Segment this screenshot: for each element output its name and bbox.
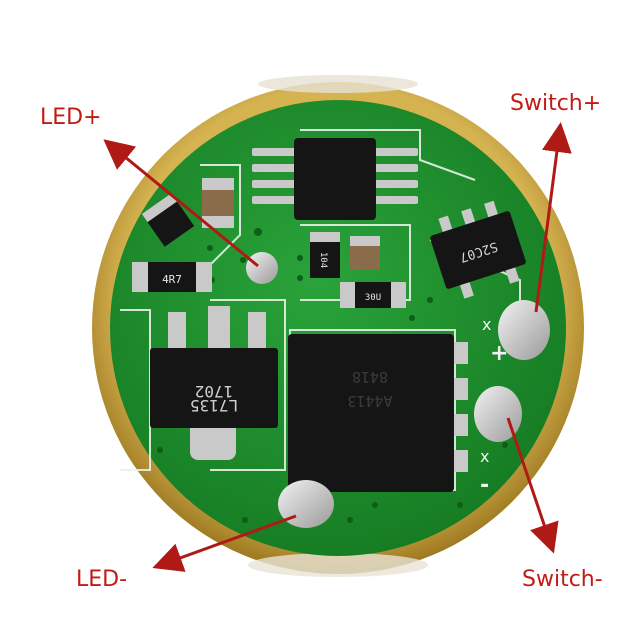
- shadow-top: [258, 75, 418, 93]
- capacitor-left: [141, 193, 195, 247]
- annotation-arrows: [103, 122, 572, 572]
- regulator-marking-1: 1702: [195, 382, 234, 401]
- regulator-marking-2: L7135: [190, 396, 238, 415]
- resistor-4r7: 4R7: [132, 262, 212, 292]
- silk-plus-mark: +: [490, 341, 508, 366]
- switch-plus-pad: [498, 300, 550, 360]
- capacitor-top-left: [202, 178, 234, 228]
- capacitor-30u: 30U: [340, 282, 406, 308]
- regulator-chip: 1702 L7135: [150, 306, 278, 460]
- cap-30u-marking: 30U: [365, 293, 381, 303]
- arrow-switch-minus: [506, 417, 559, 554]
- main-ic-marking-1: 8418: [352, 368, 388, 386]
- label-switch-minus: Switch-: [522, 567, 603, 592]
- shadow-bottom: [248, 553, 428, 577]
- resistor-marking: 4R7: [162, 273, 182, 286]
- top-ic-chip: [252, 138, 418, 220]
- silk-cross-mark-2: x: [480, 447, 489, 466]
- capacitor-mid: [350, 236, 380, 270]
- label-led-plus: LED+: [40, 105, 102, 130]
- arrow-led-plus: [103, 139, 259, 268]
- capacitor-104: 104: [310, 232, 340, 278]
- cap-104-marking: 104: [318, 252, 328, 268]
- led-plus-pad: [246, 252, 278, 284]
- mosfet-chip: S2C07: [430, 200, 526, 299]
- label-led-minus: LED-: [76, 567, 127, 592]
- main-ic-marking-2: A4413: [347, 392, 392, 410]
- arrow-led-minus: [152, 514, 297, 572]
- label-switch-plus: Switch+: [510, 91, 601, 116]
- silk-cross-mark-1: x: [482, 315, 491, 334]
- silk-minus-mark: -: [480, 473, 489, 498]
- main-ic-chip: 8418 A4413: [288, 334, 468, 492]
- arrow-switch-plus: [534, 122, 572, 313]
